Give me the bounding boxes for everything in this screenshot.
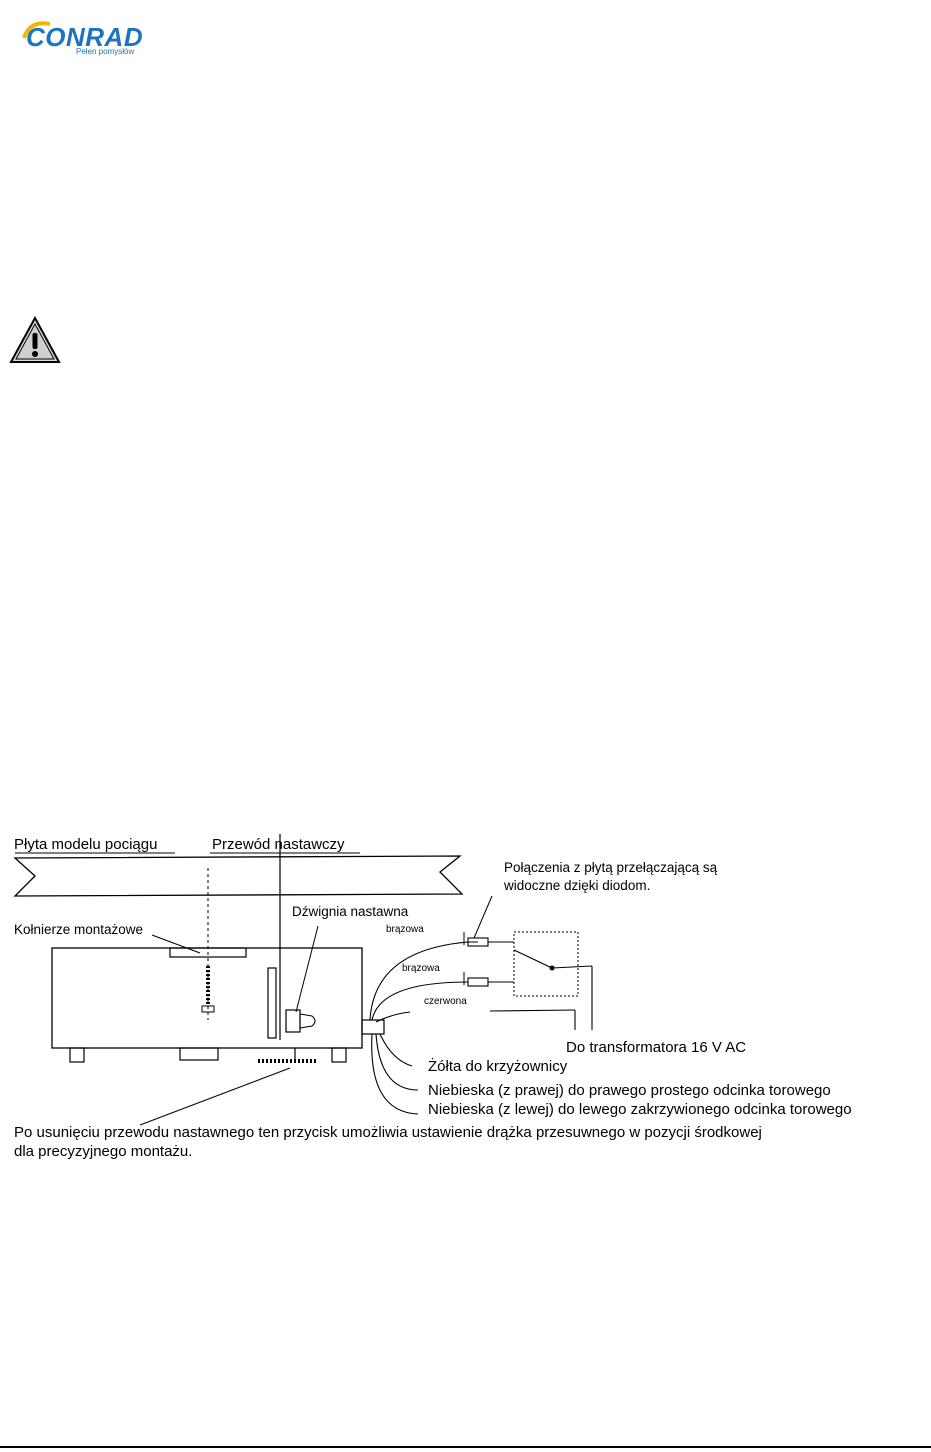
diagram-drawing [13, 834, 593, 1126]
mounting-flange [169, 947, 247, 958]
diode-2 [467, 977, 489, 987]
blue-right-wire-label: Niebieska (z prawej) do prawego prostego… [428, 1082, 831, 1099]
footer-rule [0, 1446, 931, 1448]
logo-swoosh-icon [22, 21, 51, 39]
logo-tagline: Pełen pomysłów [76, 47, 135, 56]
setting-wire-label: Przewód nastawczy [212, 836, 345, 853]
conrad-logo: CONRAD Pełen pomysłów [20, 18, 144, 58]
warning-icon-wrapper [8, 315, 62, 365]
board-label: Płyta modelu pociągu [14, 836, 158, 853]
warning-triangle-icon [9, 315, 61, 363]
red-wire-label: czerwona [424, 996, 467, 1007]
note-line-2: dla precyzyjnego montażu. [14, 1143, 193, 1160]
flanges-label: Kołnierze montażowe [14, 922, 144, 937]
lever-label: Dźwignia nastawna [292, 904, 409, 919]
blue-left-wire-label: Niebieska (z lewej) do lewego zakrzywion… [428, 1101, 852, 1118]
connections-label-1: Połączenia z płytą przełączającą są [504, 860, 718, 875]
brown-wire-label-1: brązowa [386, 924, 424, 935]
wiring-diagram: Płyta modelu pociągu Przewód nastawczy P… [0, 820, 931, 1180]
brown-wire-label-2: brązowa [402, 963, 440, 974]
board-plate [13, 855, 464, 897]
setting-lever [285, 1009, 301, 1033]
switch-board [513, 931, 579, 997]
connections-label-2: widoczne dzięki diodom. [504, 878, 651, 893]
transformer-label: Do transformatora 16 V AC [566, 1039, 747, 1056]
yellow-wire-label: Żółta do krzyżownicy [428, 1058, 568, 1075]
note-line-1: Po usunięciu przewodu nastawnego ten prz… [14, 1124, 762, 1141]
logo-text: CONRAD [26, 22, 144, 52]
